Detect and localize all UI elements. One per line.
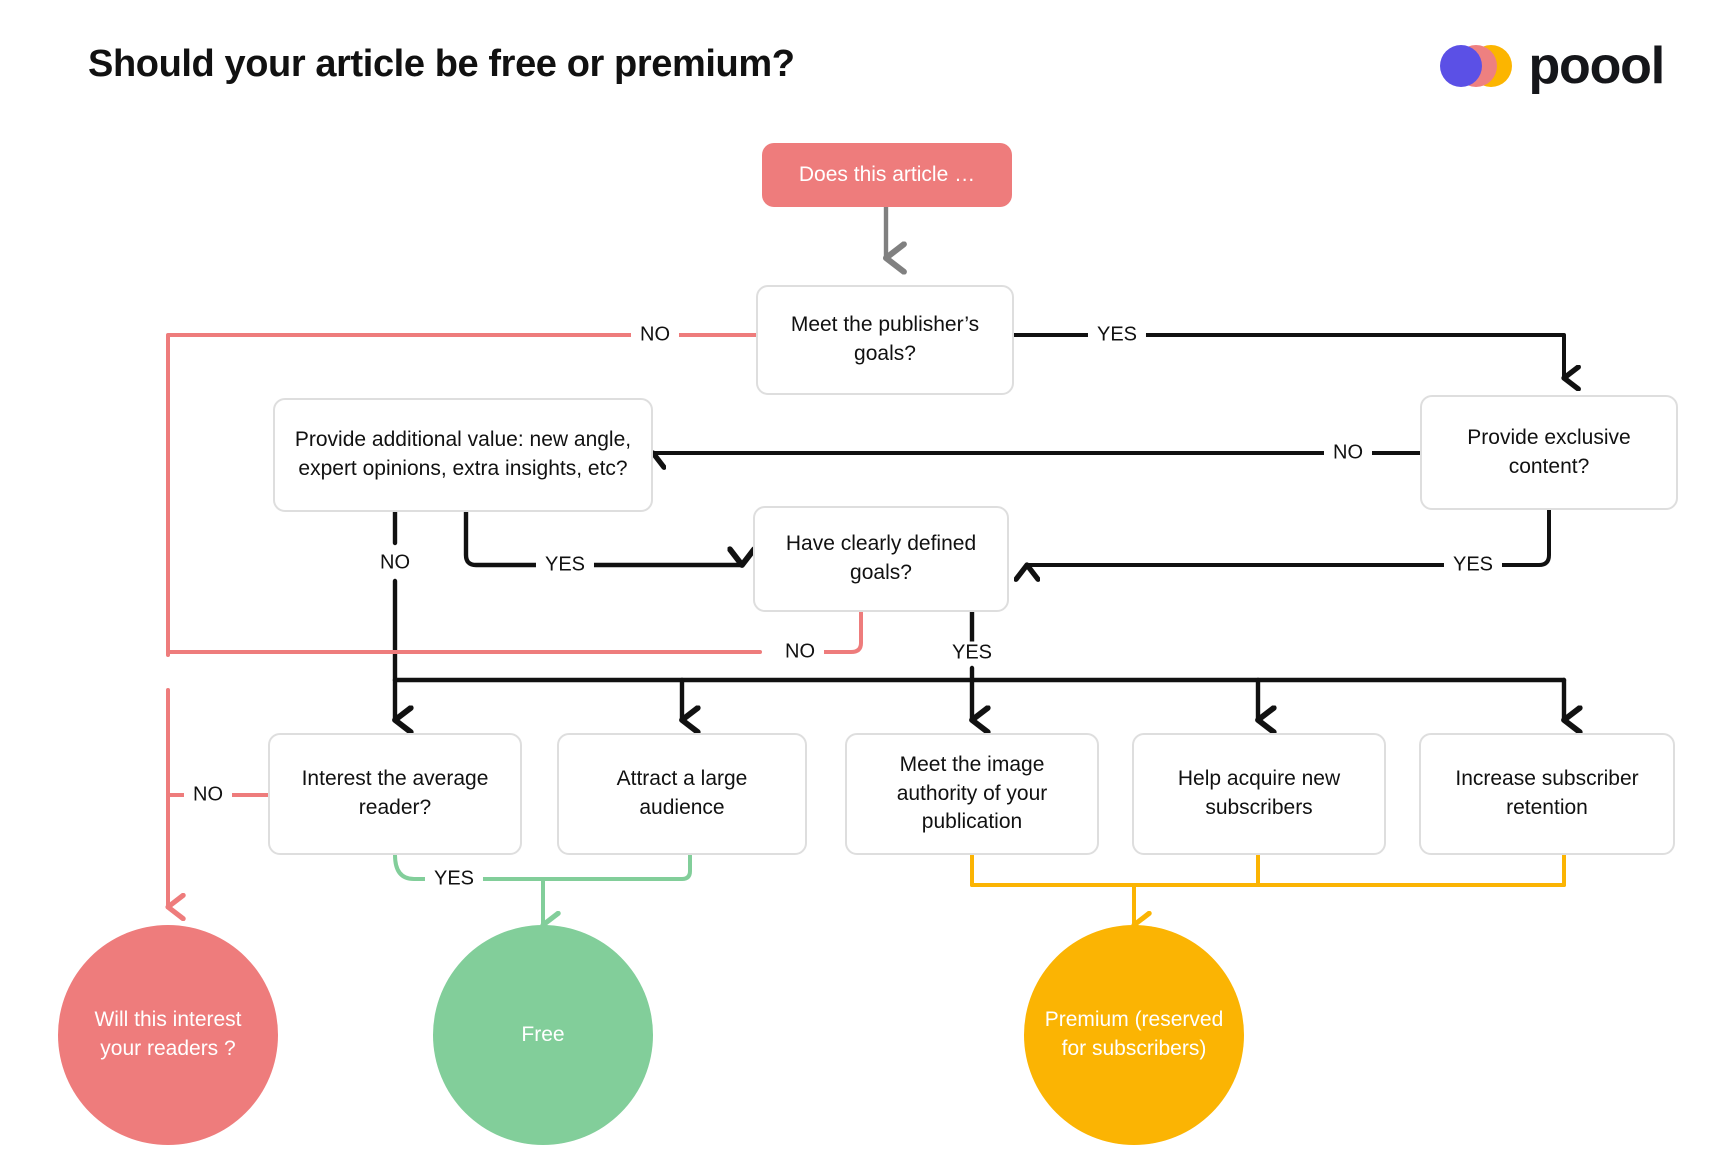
- poool-logo-mark-icon: [1440, 45, 1513, 87]
- poool-logo-wordmark: poool: [1528, 37, 1665, 95]
- node-increase-subscriber-retention[interactable]: Increase subscriber retention: [1419, 733, 1675, 855]
- node-outcome-free[interactable]: Free: [433, 925, 653, 1145]
- logo-circle-purple-icon: [1440, 45, 1483, 87]
- poool-logo: poool: [1440, 37, 1665, 95]
- edge-label-exclusive-no: NO: [1324, 441, 1372, 465]
- edge-label-addvalue-yes: YES: [535, 553, 595, 577]
- edge-green-bar: [476, 853, 692, 881]
- edge-label-goals-no: NO: [631, 323, 679, 347]
- node-have-clearly-defined-goals[interactable]: Have clearly defined goals?: [753, 506, 1009, 612]
- node-help-acquire-subscribers[interactable]: Help acquire new subscribers: [1132, 733, 1386, 855]
- edge-label-defined-no: NO: [776, 640, 824, 664]
- node-does-this-article[interactable]: Does this article …: [762, 143, 1012, 207]
- edge-label-interest-no: NO: [184, 783, 232, 807]
- edge-label-defined-yes: YES: [942, 641, 1002, 665]
- edge-label-addvalue-no: NO: [371, 551, 419, 575]
- node-interest-average-reader[interactable]: Interest the average reader?: [268, 733, 522, 855]
- node-attract-large-audience[interactable]: Attract a large audience: [557, 733, 807, 855]
- edge-label-goals-yes: YES: [1087, 323, 1147, 347]
- node-provide-exclusive-content[interactable]: Provide exclusive content?: [1420, 395, 1678, 510]
- node-meet-publishers-goals[interactable]: Meet the publisher’s goals?: [756, 285, 1014, 395]
- node-outcome-premium[interactable]: Premium (reserved for subscribers): [1024, 925, 1244, 1145]
- edge-addvalue-yes: [463, 509, 742, 565]
- node-meet-image-authority[interactable]: Meet the image authority of your publica…: [845, 733, 1099, 855]
- node-outcome-will-this-interest-readers[interactable]: Will this interest your readers ?: [58, 925, 278, 1145]
- edge-defined-no: [821, 610, 863, 654]
- edge-label-exclusive-yes: YES: [1443, 553, 1503, 577]
- page-title: Should your article be free or premium?: [88, 43, 795, 85]
- edge-label-interest-yes: YES: [424, 867, 484, 891]
- node-provide-additional-value[interactable]: Provide additional value: new angle, exp…: [273, 398, 653, 512]
